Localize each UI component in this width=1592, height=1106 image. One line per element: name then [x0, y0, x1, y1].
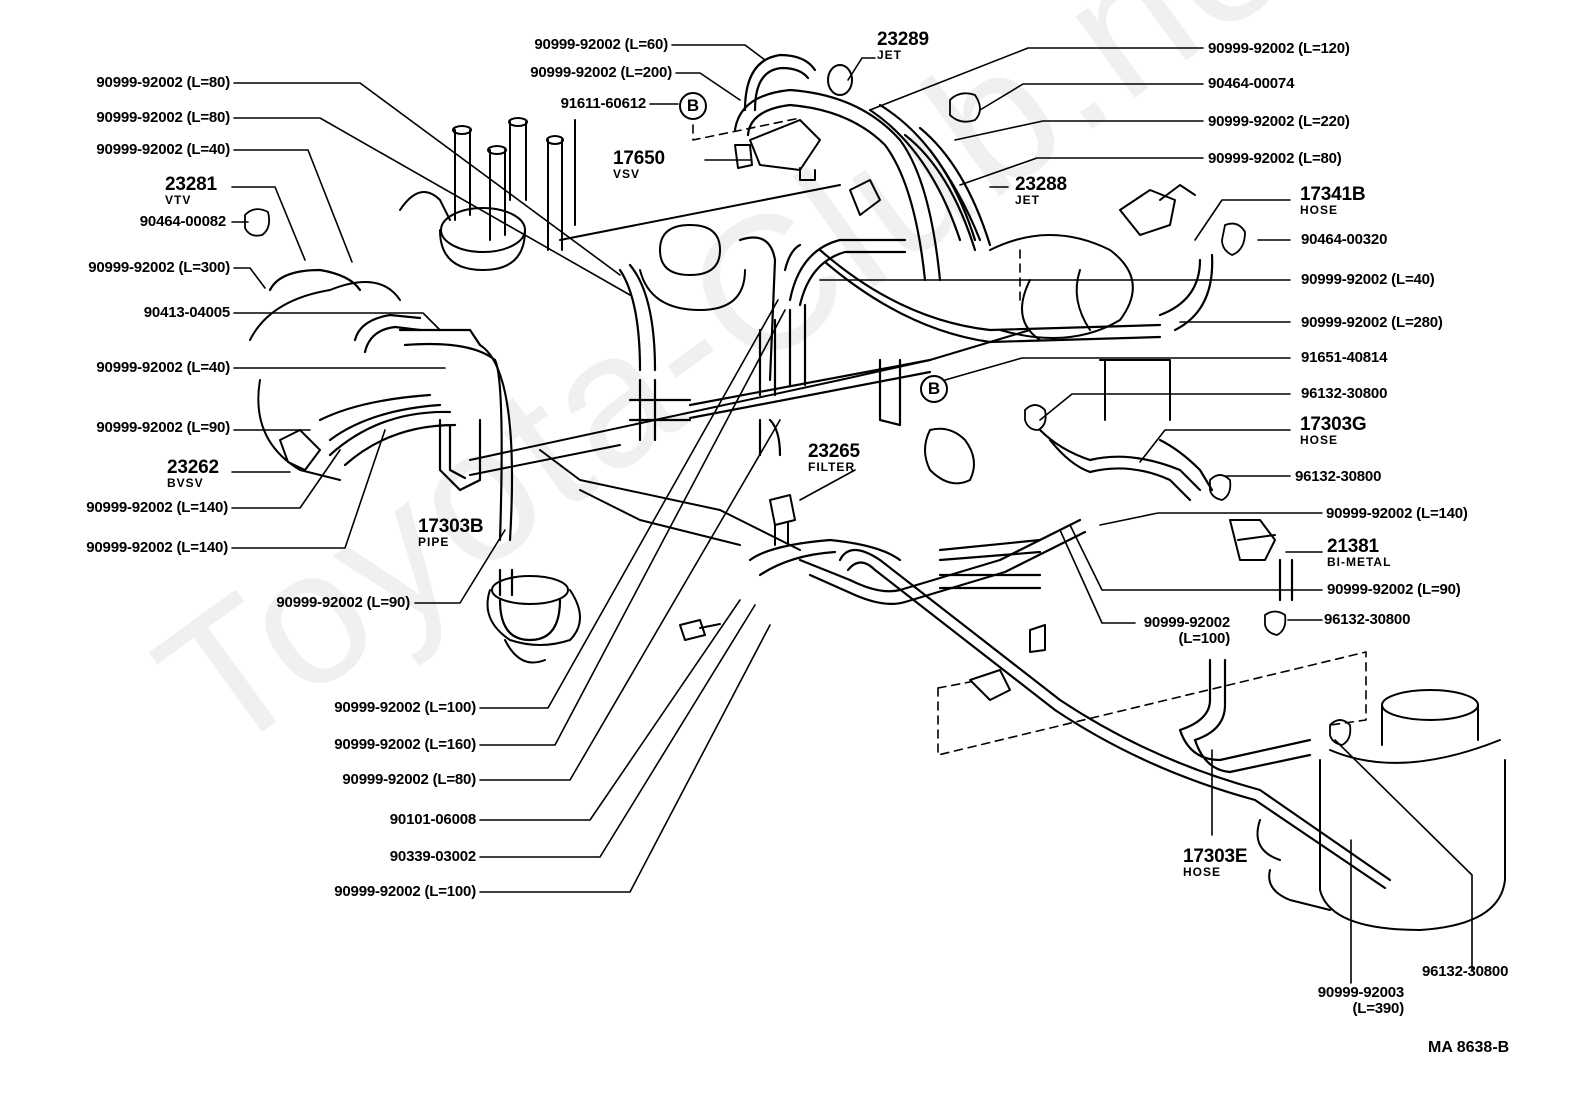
part-label: 90999-92002 (L=140): [86, 539, 228, 556]
callout-b: B: [679, 92, 707, 120]
part-label: 90999-92002 (L=140): [86, 499, 228, 516]
part-label: 90999-92002 (L=300): [88, 259, 230, 276]
part-label: 90101-06008: [389, 811, 476, 828]
part-label-hose: 17341B HOSE: [1300, 184, 1366, 217]
part-label-jet: 23288 JET: [1015, 174, 1067, 207]
distributor: [452, 117, 576, 251]
part-length: (L=100): [1178, 630, 1230, 647]
part-label: 90999-92002 (L=140): [1326, 505, 1468, 522]
part-label: 90339-03002: [389, 848, 476, 865]
part-label: 90999-92002 (L=200): [530, 64, 672, 81]
part-number: 21381: [1327, 536, 1379, 557]
part-label: 96132-30800: [1295, 468, 1382, 485]
part-label: 90999-92002 (L=100): [334, 699, 476, 716]
part-number: 17303E: [1183, 846, 1248, 867]
part-name: HOSE: [1183, 865, 1222, 879]
part-label: 90999-92002 (L=160): [334, 736, 476, 753]
part-label-bimetal: 21381 BI-METAL: [1327, 536, 1392, 569]
part-label: 90999-92002 (L=40): [96, 141, 230, 158]
part-number: 90999-92002: [1143, 614, 1230, 631]
part-label-hose: 17303E HOSE: [1183, 846, 1248, 879]
part-number: 17650: [613, 148, 665, 169]
part-name: FILTER: [808, 460, 856, 474]
part-label: 96132-30800: [1422, 963, 1509, 980]
hoses: [268, 53, 1392, 890]
part-label: 90999-92002 (L=80): [96, 109, 230, 126]
part-label: 91651-40814: [1301, 349, 1388, 366]
callout-b: B: [920, 375, 948, 403]
part-label-vtv: 23281 VTV: [165, 174, 217, 207]
part-number: 23288: [1015, 174, 1067, 195]
part-label: 90464-00320: [1301, 231, 1388, 248]
part-label: 90999-92002 (L=280): [1301, 314, 1443, 331]
part-number: 23281: [165, 174, 217, 195]
part-label: 90999-92002 (L=90): [96, 419, 230, 436]
part-label: 90464-00082: [139, 213, 226, 230]
clips: [244, 92, 1352, 746]
charcoal-canister: [1256, 689, 1506, 931]
part-label: 96132-30800: [1324, 611, 1411, 628]
part-number: 90999-92003: [1317, 984, 1404, 1001]
part-name: VSV: [613, 167, 641, 181]
part-name: BVSV: [167, 476, 204, 490]
part-name: HOSE: [1300, 433, 1339, 447]
part-name: JET: [877, 48, 903, 62]
part-label: 90999-92002 (L=120): [1208, 40, 1350, 57]
part-number: 23265: [808, 441, 860, 462]
part-label: 90999-92002 (L=100): [334, 883, 476, 900]
part-label: 90999-92002 (L=220): [1208, 113, 1350, 130]
part-label: 90999-92002 (L=80): [96, 74, 230, 91]
part-name: VTV: [165, 193, 192, 207]
part-number: 23289: [877, 29, 929, 50]
components: [279, 64, 1276, 701]
part-label-hose: 17303G HOSE: [1300, 414, 1367, 447]
part-label-jet: 23289 JET: [877, 29, 929, 62]
part-label: 90999-92002 (L=40): [1301, 271, 1435, 288]
dashed-reference: [692, 117, 1367, 756]
part-number: 17303G: [1300, 414, 1367, 435]
part-name: BI-METAL: [1327, 555, 1392, 569]
part-label-bvsv: 23262 BVSV: [167, 457, 219, 490]
part-label: 90999-92002 (L=80): [1208, 150, 1342, 167]
part-label-multiline: 90999-92003 (L=390): [1290, 985, 1404, 1017]
part-label: 91611-60612: [560, 95, 647, 112]
egr-valve: [486, 575, 581, 664]
part-number: 17341B: [1300, 184, 1366, 205]
part-label: 90999-92002 (L=80): [342, 771, 476, 788]
part-number: 23262: [167, 457, 219, 478]
part-label: 90413-04005: [143, 304, 230, 321]
part-label-vsv: 17650 VSV: [613, 148, 665, 181]
part-label: 90999-92002 (L=90): [276, 594, 410, 611]
part-name: PIPE: [418, 535, 450, 549]
part-label-multiline: 90999-92002 (L=100): [1100, 615, 1230, 647]
part-label-pipe: 17303B PIPE: [418, 516, 484, 549]
part-number: 17303B: [418, 516, 484, 537]
part-label: 90999-92002 (L=60): [534, 36, 668, 53]
part-length: (L=390): [1352, 1000, 1404, 1017]
part-name: JET: [1015, 193, 1041, 207]
diagram-code: MA 8638-B: [1428, 1039, 1510, 1056]
part-label: 96132-30800: [1301, 385, 1388, 402]
part-label: 90999-92002 (L=40): [96, 359, 230, 376]
part-name: HOSE: [1300, 203, 1339, 217]
leader-lines: [231, 44, 1473, 984]
part-label: 90464-00074: [1208, 75, 1295, 92]
part-label: 90999-92002 (L=90): [1327, 581, 1461, 598]
part-label-filter: 23265 FILTER: [808, 441, 860, 474]
